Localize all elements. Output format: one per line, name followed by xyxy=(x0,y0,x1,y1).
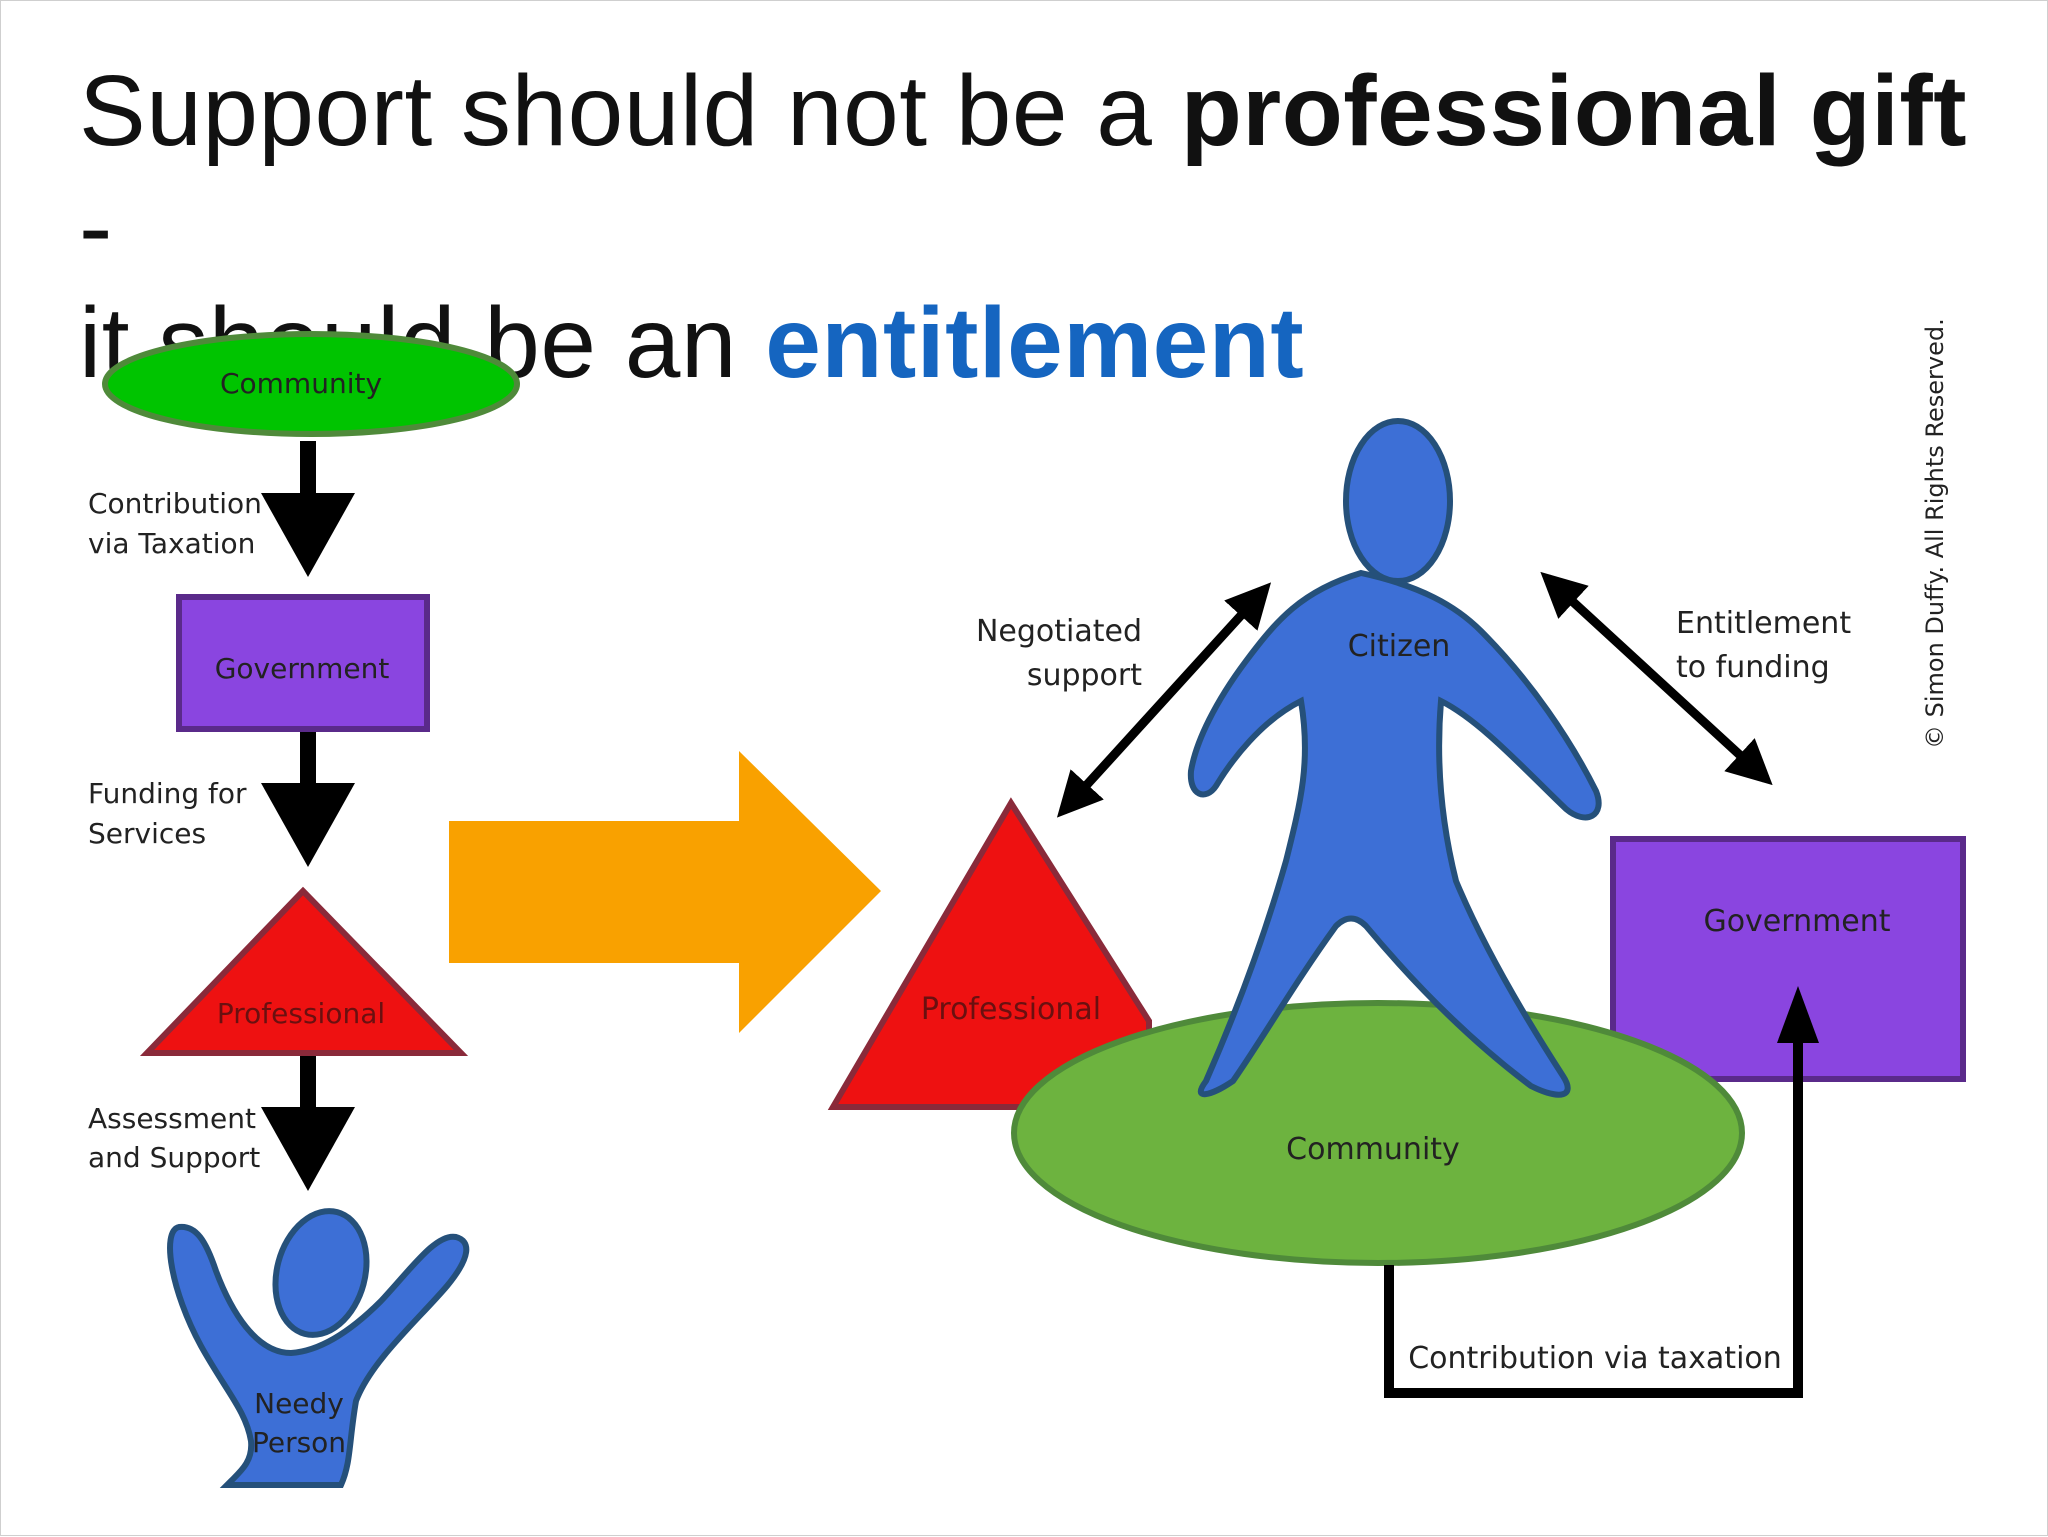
new-community-label: Community xyxy=(1286,1132,1460,1167)
negotiated-arrow xyxy=(1056,582,1272,818)
old-professional-label: Professional xyxy=(217,997,385,1030)
new-professional-label: Professional xyxy=(921,992,1101,1027)
title-accent: entitlement xyxy=(765,287,1305,399)
copyright-text: © Simon Duffy. All Rights Reserved. xyxy=(1921,318,1949,749)
old-assessment-label-2: and Support xyxy=(88,1141,260,1174)
needy-person-label-2: Person xyxy=(252,1426,346,1459)
new-government-label: Government xyxy=(1703,904,1890,939)
transition-arrow xyxy=(449,751,881,1033)
old-government-label: Government xyxy=(215,652,390,685)
citizen-figure xyxy=(1187,418,1602,1098)
old-government-box xyxy=(176,594,430,732)
old-professional-triangle xyxy=(139,886,469,1056)
entitlement-label-2: to funding xyxy=(1676,650,1830,685)
negotiated-label-2: support xyxy=(1027,658,1142,693)
slide-title: Support should not be a professional gif… xyxy=(79,53,1999,401)
title-part1: Support should not be a xyxy=(79,55,1181,167)
new-model: Government Professional Community Citize… xyxy=(827,318,1966,1398)
old-funding-label-2: Services xyxy=(88,817,206,850)
old-funding-label-1: Funding for xyxy=(88,777,247,810)
title-bold: professional gift xyxy=(1180,55,1968,167)
negotiated-label-1: Negotiated xyxy=(976,614,1142,649)
entitlement-label-1: Entitlement xyxy=(1676,606,1851,641)
entitlement-arrow xyxy=(1540,571,1773,786)
old-contribution-label-2: via Taxation xyxy=(88,527,255,560)
citizen-label: Citizen xyxy=(1348,629,1451,664)
old-arrow-3 xyxy=(261,1056,355,1191)
contribution-label: Contribution via taxation xyxy=(1408,1341,1782,1376)
old-contribution-label-1: Contribution xyxy=(88,487,262,520)
old-arrow-2 xyxy=(261,732,355,867)
old-model: Community Contribution via Taxation Gove… xyxy=(88,331,520,1488)
needy-person-label-1: Needy xyxy=(254,1387,344,1420)
old-arrow-1 xyxy=(261,441,355,577)
old-community-label: Community xyxy=(220,367,382,400)
old-assessment-label-1: Assessment xyxy=(88,1102,256,1135)
needy-person-figure xyxy=(167,1208,470,1488)
title-part2: - xyxy=(79,171,113,283)
contribution-arrow xyxy=(1384,986,1819,1398)
old-community-ellipse xyxy=(102,331,520,437)
